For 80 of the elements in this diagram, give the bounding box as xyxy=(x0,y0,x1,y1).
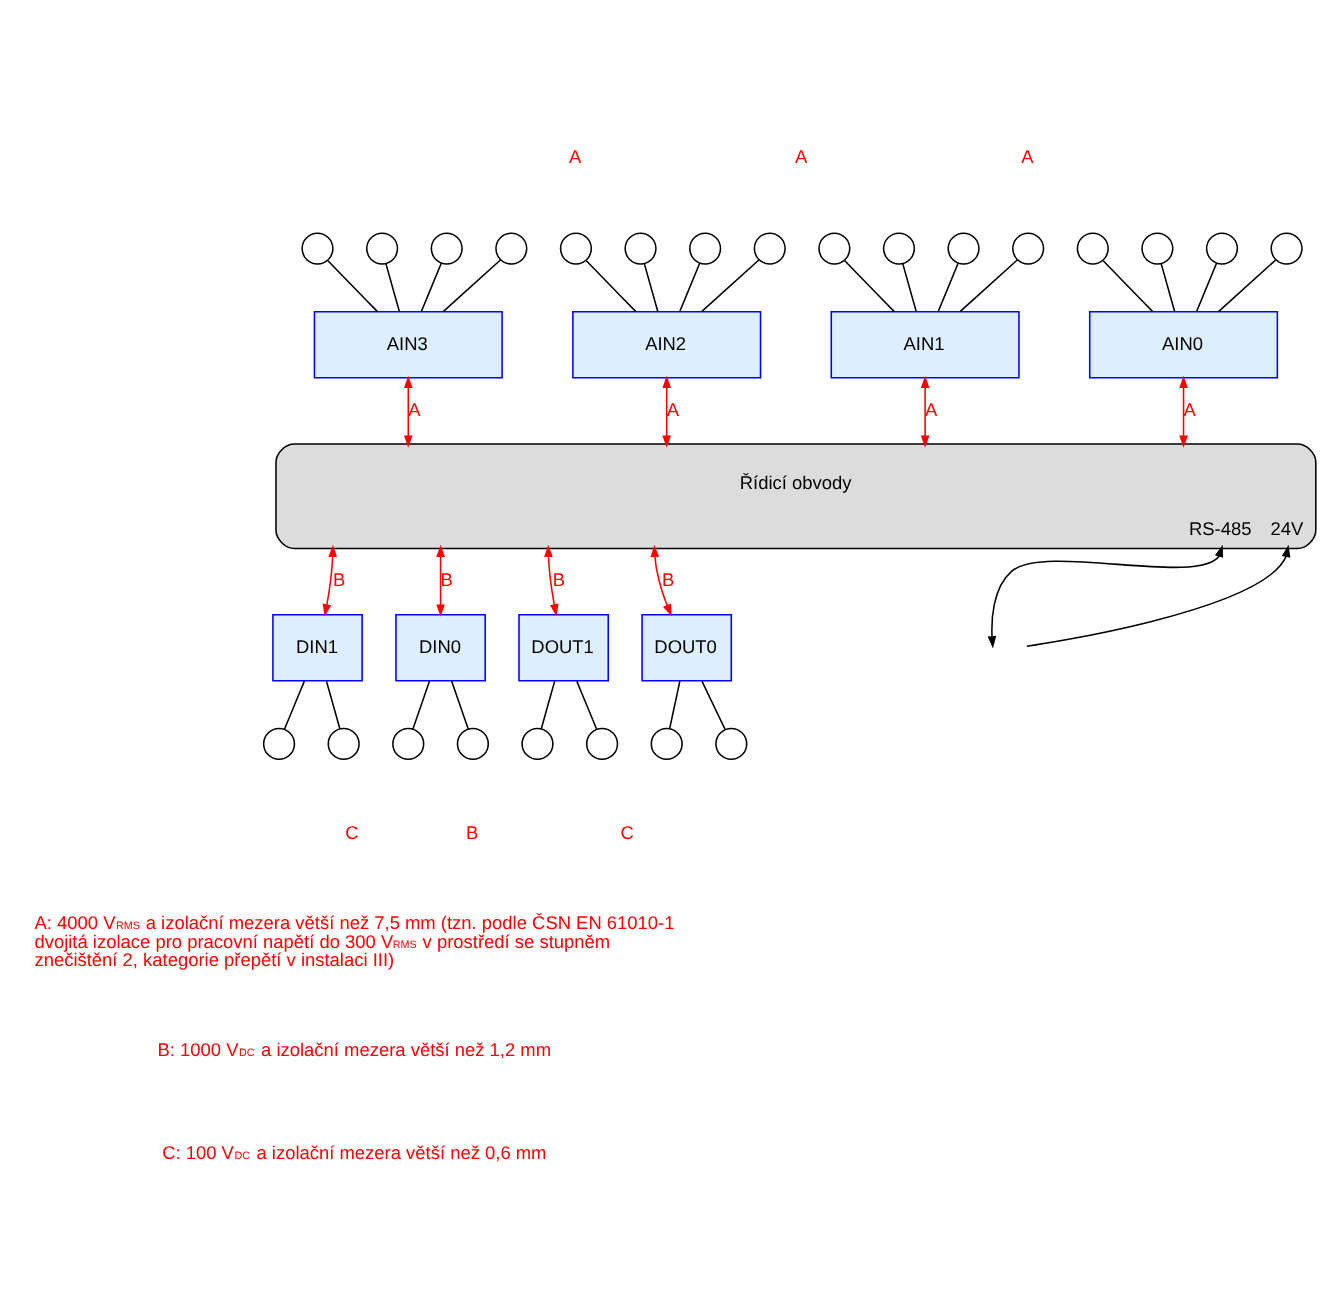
connector xyxy=(1160,262,1176,312)
arrow xyxy=(1179,374,1188,447)
node-circle xyxy=(559,231,593,264)
node-box: DIN1 xyxy=(272,612,363,681)
edge-label: B xyxy=(552,569,566,590)
node-circle xyxy=(262,726,296,760)
label: C xyxy=(620,822,634,843)
node-box: DIN0 xyxy=(395,612,486,681)
connector xyxy=(844,259,896,312)
connector xyxy=(450,679,470,729)
connector xyxy=(937,261,959,312)
node-box: AIN0 xyxy=(1088,309,1279,378)
node-circle xyxy=(689,231,722,264)
node-circle xyxy=(715,726,748,760)
node-circle xyxy=(585,726,619,760)
connector xyxy=(1195,261,1218,312)
node-circle xyxy=(327,726,360,760)
node-box: DOUT1 xyxy=(518,612,609,681)
arrow xyxy=(987,543,1224,648)
arrow xyxy=(322,543,337,616)
connector xyxy=(283,679,306,729)
arrow xyxy=(544,543,559,616)
connector xyxy=(668,679,681,729)
label: B xyxy=(465,822,479,843)
node-circle xyxy=(882,231,916,264)
arrow xyxy=(920,374,930,447)
edge-label: A xyxy=(666,398,680,419)
node-circle xyxy=(430,231,463,264)
node-box: DOUT0 xyxy=(641,612,733,681)
node-circle xyxy=(624,231,657,264)
connector xyxy=(585,259,637,312)
connector xyxy=(1217,258,1277,312)
node-circle xyxy=(365,231,399,264)
connector xyxy=(385,262,401,312)
node-box: AIN3 xyxy=(313,309,503,378)
node-box: AIN1 xyxy=(830,309,1020,378)
node-circle xyxy=(1076,231,1109,264)
node-circle xyxy=(1270,231,1303,264)
connector xyxy=(700,258,760,312)
node-circle xyxy=(495,231,528,264)
node-circle xyxy=(650,726,683,760)
node-circle xyxy=(1012,231,1045,264)
label: C xyxy=(345,822,359,843)
node-circle xyxy=(456,726,490,760)
node-circle xyxy=(818,231,851,264)
label: A xyxy=(569,145,582,166)
connector xyxy=(325,679,341,729)
arrow xyxy=(1026,543,1291,646)
node-circle xyxy=(392,726,425,760)
label: A xyxy=(1021,145,1034,166)
connector xyxy=(540,679,556,729)
node-circle xyxy=(301,231,334,264)
node-circle xyxy=(753,231,786,264)
node-box: Řídicí obvody RS-485 24V xyxy=(275,442,1317,549)
node-circle xyxy=(1141,231,1174,264)
arrow xyxy=(662,374,671,447)
node-box: AIN2 xyxy=(572,309,762,378)
connector xyxy=(327,259,379,312)
connector xyxy=(420,261,443,312)
node-circle xyxy=(521,726,554,760)
edge-label: A xyxy=(1183,398,1196,419)
edge-label: B xyxy=(332,569,346,590)
connector xyxy=(576,679,598,729)
connector xyxy=(643,262,659,312)
label: A xyxy=(795,145,808,166)
connector xyxy=(679,261,701,312)
arrow xyxy=(436,543,445,616)
connector xyxy=(959,258,1019,312)
connector xyxy=(442,258,502,312)
connector xyxy=(412,679,431,729)
edge-label: B xyxy=(440,569,453,590)
node-circle xyxy=(1205,231,1239,264)
node-circle xyxy=(947,231,980,264)
connector xyxy=(902,262,917,312)
edge-label: A xyxy=(408,398,421,419)
arrow xyxy=(650,543,672,616)
arrow xyxy=(403,374,413,447)
connector xyxy=(701,679,726,730)
edge-label: B xyxy=(662,569,675,590)
connector xyxy=(1102,259,1154,312)
